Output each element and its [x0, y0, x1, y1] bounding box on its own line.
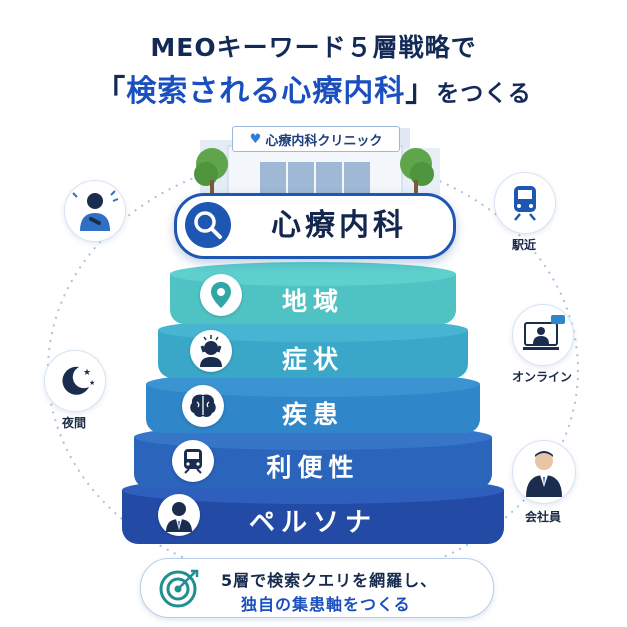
- tier-label: ペルソナ: [248, 508, 377, 538]
- side-icon-chest-pain: [64, 180, 126, 242]
- footer-line2: 独自の集患軸をつくる: [241, 595, 411, 614]
- tier-label: 地域: [281, 287, 344, 316]
- target-icon: [159, 569, 199, 608]
- side-icon-night: ★★: [44, 350, 106, 412]
- side-icon-station: [494, 172, 556, 234]
- headline-line2: 「検索される心療内科」をつくる: [0, 66, 627, 110]
- heart-icon: ♥: [249, 131, 262, 147]
- online-consultation-icon: [523, 315, 565, 350]
- headline-line1: MEOキーワード５層戦略で: [150, 33, 477, 62]
- tier-symptom: 症状: [158, 318, 468, 378]
- headline-emphasis: 検索される心療内科: [126, 74, 406, 109]
- search-query: 心療内科: [271, 208, 407, 243]
- search-bar[interactable]: 心療内科: [174, 193, 456, 259]
- headline-suffix: をつくる: [436, 81, 532, 107]
- train-icon: [172, 440, 214, 482]
- tier-label: 利便性: [266, 453, 360, 482]
- side-label-office-worker: 会社員: [524, 510, 561, 524]
- tier-disease: 疾患: [146, 371, 480, 433]
- clinic-illustration: ♥心療内科クリニック: [170, 118, 460, 204]
- bracket-close: 」: [405, 74, 437, 109]
- moon-stars-icon: ★★: [62, 366, 95, 395]
- footer-callout: 5層で検索クエリを網羅し、 独自の集患軸をつくる: [140, 558, 494, 618]
- train-icon: [514, 186, 536, 221]
- clinic-sign-text: 心療内科クリニック: [265, 133, 383, 149]
- tier-region: 地域: [170, 262, 456, 324]
- tier-convenience: 利便性: [134, 424, 492, 488]
- svg-text:★: ★: [89, 379, 95, 387]
- map-pin-icon: [200, 274, 242, 316]
- side-label-online: オンライン: [511, 370, 572, 384]
- tier-label: 症状: [281, 345, 344, 374]
- side-label-station: 駅近: [511, 238, 536, 252]
- search-icon: [185, 202, 231, 248]
- businessman-icon: [158, 494, 200, 536]
- office-worker-icon: [526, 451, 562, 497]
- clinic-sign: ♥心療内科クリニック: [232, 126, 400, 152]
- side-icon-online: [512, 304, 574, 366]
- stressed-person-icon: [190, 330, 232, 372]
- side-icon-office-worker: [512, 440, 576, 504]
- svg-text:★: ★: [83, 368, 91, 378]
- side-label-night: 夜間: [61, 416, 86, 430]
- tier-label: 疾患: [281, 400, 344, 429]
- brain-icon: [182, 385, 224, 427]
- footer-line1: 5層で検索クエリを網羅し、: [221, 571, 438, 590]
- chest-pain-person-icon: [72, 190, 119, 231]
- bracket-open: 「: [95, 74, 127, 109]
